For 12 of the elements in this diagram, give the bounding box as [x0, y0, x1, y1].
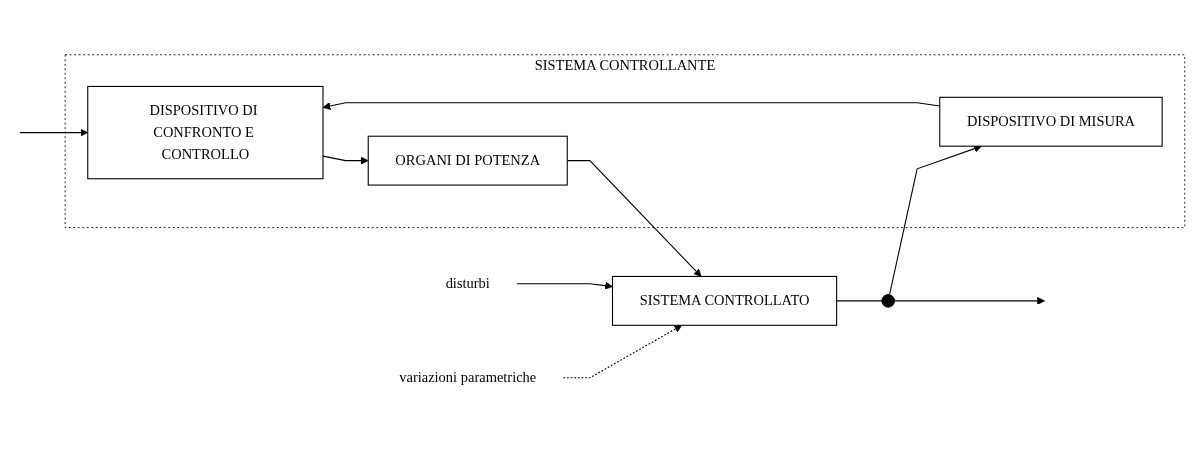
arrow	[893, 296, 1045, 305]
arrow	[322, 155, 369, 165]
arrow	[562, 324, 683, 379]
node-box: DISPOSITIVO DI CONFRONTO E CONTROLLO	[87, 85, 324, 180]
node-text: variazioni parametriche	[399, 369, 537, 386]
node-box: ORGANI DI POTENZA	[367, 135, 568, 186]
node-text: disturbi	[445, 275, 490, 291]
arrow	[516, 281, 613, 290]
node-box: SISTEMA CONTROLLATO	[611, 275, 838, 326]
node-box: DISPOSITIVO DI MISURA	[939, 96, 1163, 147]
connector	[836, 300, 883, 302]
junction-dot	[881, 294, 895, 308]
